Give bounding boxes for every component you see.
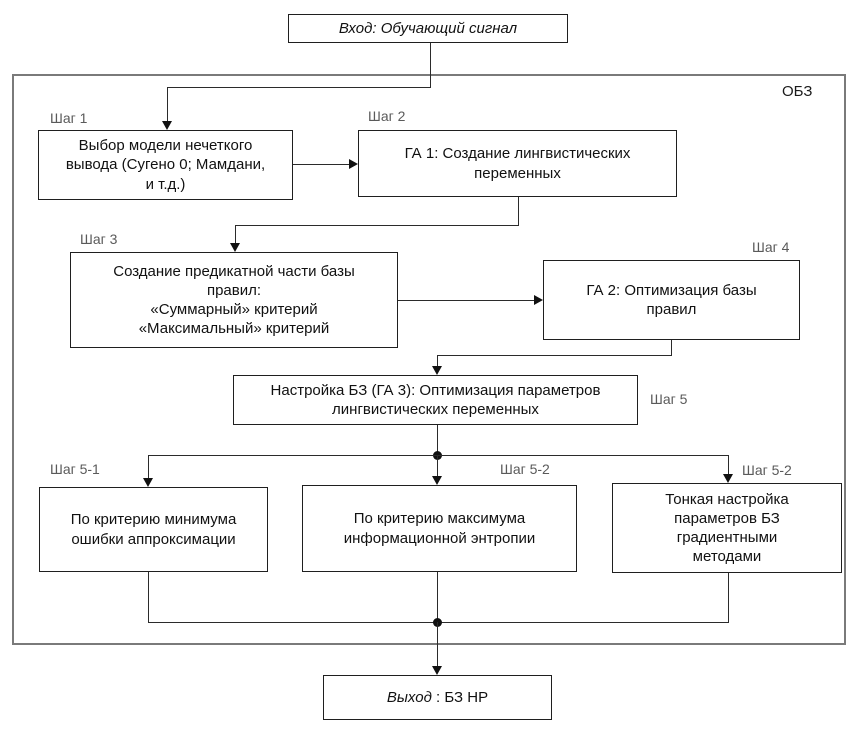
connector-line: [148, 455, 149, 479]
step5-3-label: Шаг 5-2: [742, 462, 792, 478]
connector-line: [437, 622, 438, 667]
connector-line: [437, 355, 672, 356]
output-italic-text: Выход: [386, 688, 432, 706]
output-rest-text: : БЗ НР: [431, 688, 489, 706]
node-step5-1-text: По критерию минимума ошибки аппроксимаци…: [70, 511, 237, 548]
node-input: Вход: Обучающий сигнал: [288, 14, 568, 43]
step2-label: Шаг 2: [368, 108, 406, 124]
connector-line: [728, 573, 729, 622]
arrowhead-down-icon: [230, 243, 240, 252]
connector-line: [437, 455, 438, 477]
connector-line: [235, 225, 236, 244]
arrowhead-down-icon: [432, 666, 442, 675]
connector-line: [148, 572, 149, 622]
step4-label: Шаг 4: [752, 239, 790, 255]
node-output-text: Выход : БЗ НР: [387, 688, 488, 707]
node-step5-3-text: Тонкая настройка параметров БЗ градиентн…: [665, 490, 789, 566]
node-step2-text: ГА 1: Создание лингвистических переменны…: [404, 145, 631, 182]
step5-1-label: Шаг 5-1: [50, 461, 100, 477]
connector-line: [671, 340, 672, 355]
node-step2: ГА 1: Создание лингвистических переменны…: [358, 130, 677, 197]
connector-line: [430, 43, 431, 87]
step1-label: Шаг 1: [50, 110, 88, 126]
step5-label: Шаг 5: [650, 391, 688, 407]
node-step5-2: По критерию максимума информационной энт…: [302, 485, 577, 572]
arrowhead-down-icon: [432, 476, 442, 485]
connector-line: [437, 572, 438, 622]
connector-line: [398, 300, 535, 301]
obz-label: ОБЗ: [782, 83, 813, 100]
node-step4-text: ГА 2: Оптимизация базы правил: [586, 281, 757, 318]
node-step3-text: Создание предикатной части базы правил: …: [113, 262, 355, 338]
connector-line: [167, 87, 431, 88]
connector-line: [728, 455, 729, 475]
arrowhead-right-icon: [534, 295, 543, 305]
arrowhead-down-icon: [143, 478, 153, 487]
node-step5: Настройка БЗ (ГА 3): Оптимизация парамет…: [233, 375, 638, 425]
connector-line: [437, 425, 438, 455]
node-step1-text: Выбор модели нечеткого вывода (Сугено 0;…: [65, 137, 266, 193]
connector-line: [148, 455, 729, 456]
node-step5-text: Настройка БЗ (ГА 3): Оптимизация парамет…: [270, 381, 601, 418]
obz-container-box: [12, 74, 846, 645]
node-step1: Выбор модели нечеткого вывода (Сугено 0;…: [38, 130, 293, 200]
step5-2-label: Шаг 5-2: [500, 461, 550, 477]
node-step5-1: По критерию минимума ошибки аппроксимаци…: [39, 487, 268, 572]
connector-line: [235, 225, 519, 226]
connector-line: [437, 355, 438, 367]
node-step3: Создание предикатной части базы правил: …: [70, 252, 398, 348]
arrowhead-down-icon: [432, 366, 442, 375]
node-step5-2-text: По критерию максимума информационной энт…: [343, 510, 536, 547]
arrowhead-down-icon: [723, 474, 733, 483]
node-step4: ГА 2: Оптимизация базы правил: [543, 260, 800, 340]
node-step5-3: Тонкая настройка параметров БЗ градиентн…: [612, 483, 842, 573]
connector-line: [518, 197, 519, 225]
connector-line: [167, 87, 168, 121]
node-output: Выход : БЗ НР: [323, 675, 552, 720]
step3-label: Шаг 3: [80, 231, 118, 247]
arrowhead-down-icon: [162, 121, 172, 130]
connector-line: [293, 164, 350, 165]
node-input-text: Вход: Обучающий сигнал: [338, 19, 518, 37]
arrowhead-right-icon: [349, 159, 358, 169]
